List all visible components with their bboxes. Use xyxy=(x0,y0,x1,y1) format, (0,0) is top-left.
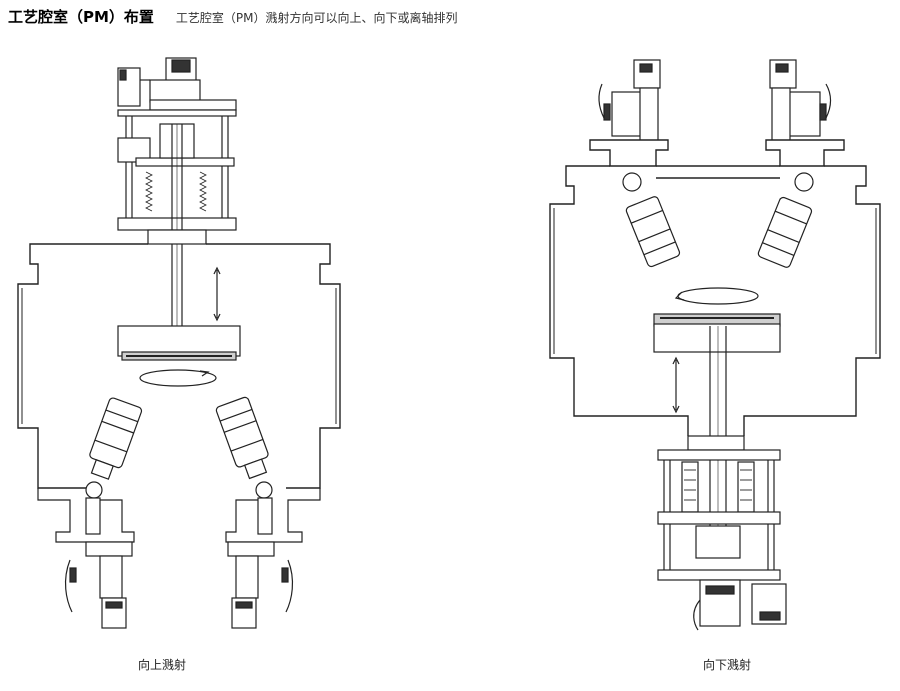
top-flanges xyxy=(589,139,845,167)
bottom-flange-left xyxy=(37,488,135,629)
rotation-arrow-right xyxy=(674,287,759,305)
chamber-body-right xyxy=(549,165,881,436)
lift-arrow xyxy=(213,266,221,322)
lift-arrow-right xyxy=(672,356,680,414)
substrate-holder-down xyxy=(653,313,781,353)
page-subtitle: 工艺腔室（PM）溅射方向可以向上、向下或离轴排列 xyxy=(175,11,458,25)
bottom-motors xyxy=(693,579,787,631)
bottom-flange-right xyxy=(225,488,321,629)
rotation-arrow-left xyxy=(139,369,217,387)
bellows-right xyxy=(199,171,207,212)
substrate-holder-up xyxy=(117,325,241,361)
cathode-right-1 xyxy=(625,196,681,268)
caption-sputter-down: 向下溅射 xyxy=(703,658,752,672)
caption-sputter-up: 向上溅射 xyxy=(138,658,187,672)
page-header: 工艺腔室（PM）布置 工艺腔室（PM）溅射方向可以向上、向下或离轴排列 xyxy=(8,6,458,30)
cathode-right-2 xyxy=(757,196,813,268)
top-motor-right xyxy=(769,59,832,143)
cathode-left-1 xyxy=(89,397,143,480)
central-shaft-right xyxy=(709,326,727,526)
bellows-left xyxy=(145,171,153,212)
sputter-down-diagram xyxy=(549,59,881,631)
top-motor-left xyxy=(598,59,661,143)
lower-drive-frame xyxy=(657,435,781,581)
cathode-left-2 xyxy=(215,396,269,480)
top-motor-assembly xyxy=(117,57,237,111)
page-title: 工艺腔室（PM）布置 xyxy=(8,8,154,26)
chamber-body-left xyxy=(17,243,341,489)
central-shaft xyxy=(147,124,207,330)
sputter-up-diagram xyxy=(17,57,341,629)
